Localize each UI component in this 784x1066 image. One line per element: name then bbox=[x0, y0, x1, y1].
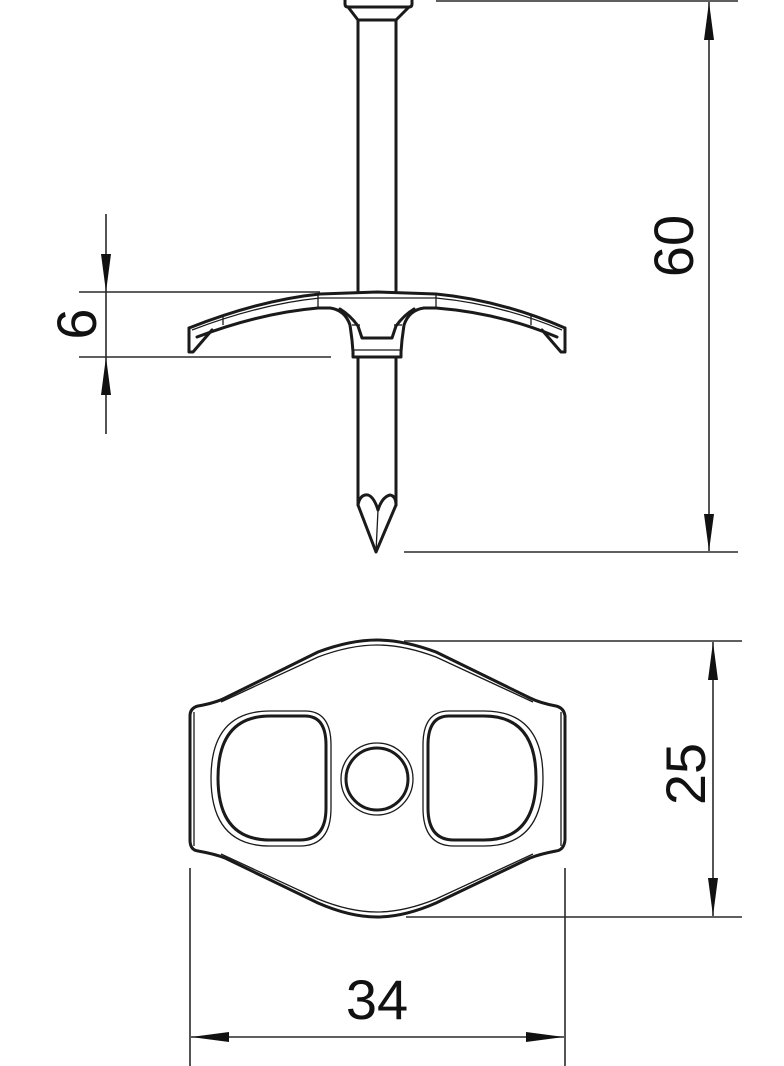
right-cable-hole bbox=[422, 710, 544, 847]
dimension-label-60: 60 bbox=[642, 215, 705, 277]
side-view: 60 6 bbox=[45, 0, 738, 554]
nail-head bbox=[343, 0, 414, 22]
nail-tip bbox=[356, 493, 398, 554]
dimension-height: 25 bbox=[404, 640, 742, 918]
left-cable-hole bbox=[210, 710, 332, 847]
dimension-label-6: 6 bbox=[45, 308, 108, 339]
plate-outline bbox=[188, 638, 567, 919]
dimension-overall-length: 60 bbox=[404, 0, 738, 553]
arrow-left-icon bbox=[191, 1032, 229, 1042]
arrow-right-icon bbox=[526, 1032, 564, 1042]
clip-flange bbox=[187, 290, 567, 359]
dimension-width: 34 bbox=[189, 868, 566, 1066]
arrow-down-icon bbox=[708, 878, 718, 916]
dimension-label-25: 25 bbox=[654, 743, 717, 805]
arrow-down-icon bbox=[704, 514, 714, 551]
arrow-down-icon bbox=[101, 254, 111, 292]
nail-shank bbox=[356, 18, 398, 507]
dimension-flange-height: 6 bbox=[45, 214, 331, 434]
dimension-label-34: 34 bbox=[346, 968, 408, 1031]
arrow-up-icon bbox=[704, 2, 714, 40]
arrow-up-icon bbox=[708, 642, 718, 680]
top-view: 25 34 bbox=[188, 638, 742, 1066]
center-nail-hole bbox=[340, 742, 414, 816]
arrow-up-icon bbox=[101, 357, 111, 395]
